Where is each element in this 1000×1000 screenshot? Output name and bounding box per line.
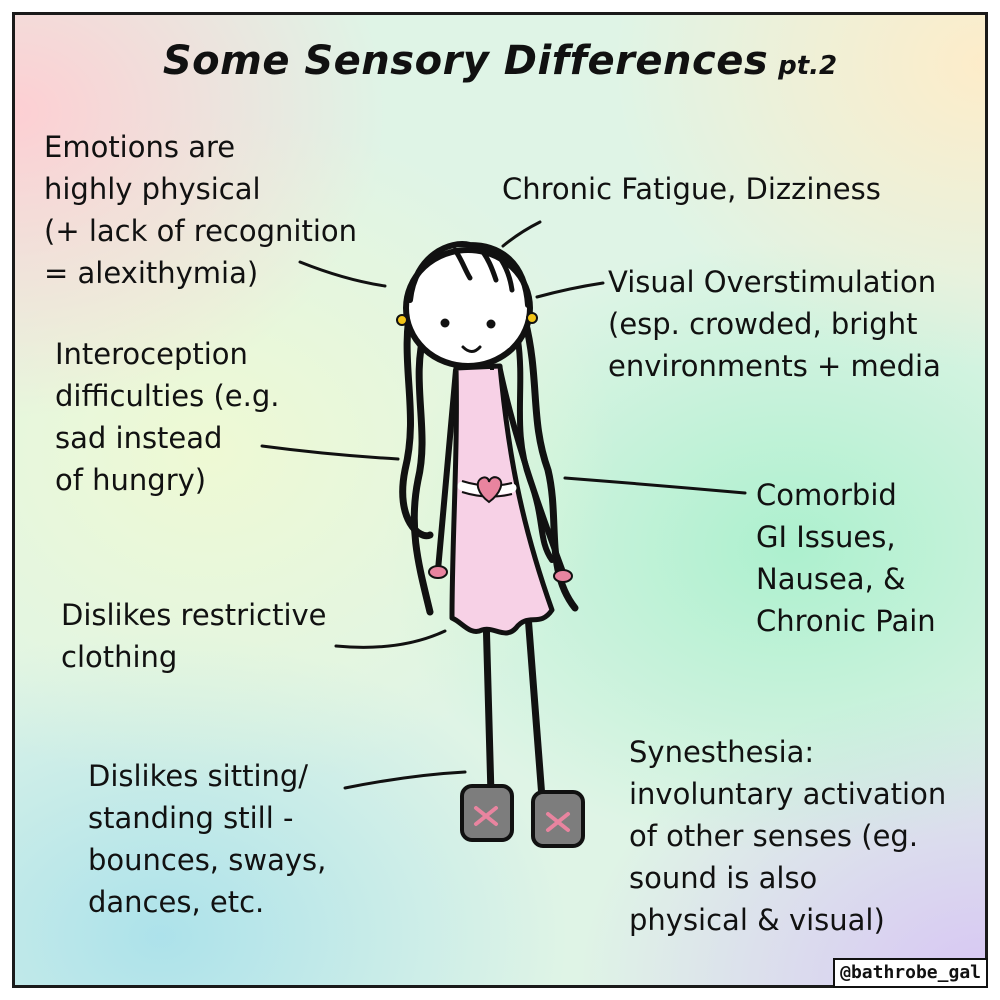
- sitting-pointer: [343, 770, 467, 790]
- earring-left: [396, 314, 408, 326]
- emotions-pointer: [298, 260, 387, 288]
- bow-right-icon: [546, 812, 570, 832]
- head: [403, 247, 533, 369]
- visual-pointer: [535, 281, 605, 299]
- earring-right: [526, 312, 538, 324]
- label-visual: Visual Overstimulation (esp. crowded, br…: [608, 265, 941, 383]
- label-synesthesia: Synesthesia: involuntary activation of o…: [629, 735, 947, 937]
- smile: [461, 345, 482, 353]
- label-interoception: Interoception difficulties (e.g. sad ins…: [55, 337, 280, 497]
- fatigue-pointer: [501, 220, 542, 248]
- clothing-pointer: [334, 629, 447, 649]
- interoception-pointer: [260, 444, 400, 461]
- label-clothing: Dislikes restrictive clothing: [61, 598, 327, 674]
- eye-left: [440, 318, 450, 328]
- hair-top: [407, 241, 531, 308]
- hair-left-front: [410, 326, 434, 616]
- hair-bangs: [452, 245, 515, 293]
- leg-left: [482, 611, 495, 799]
- label-emotions: Emotions are highly physical (+ lack of …: [44, 130, 357, 290]
- cuff-left: [428, 565, 448, 579]
- title-block: Some Sensory Differences pt.2: [0, 38, 1000, 84]
- dress: [449, 363, 555, 636]
- label-fatigue: Chronic Fatigue, Dizziness: [502, 172, 881, 206]
- arm-left: [435, 367, 459, 573]
- hair-right-back: [521, 316, 579, 612]
- cuff-right: [553, 569, 573, 583]
- label-sitting: Dislikes sitting/ standing still - bounc…: [88, 759, 327, 919]
- neck: [460, 364, 494, 370]
- gi-pointer: [563, 476, 747, 495]
- page-subtitle: pt.2: [778, 51, 838, 81]
- eye-right: [486, 319, 496, 329]
- leg-right: [524, 611, 546, 802]
- bow-left-icon: [474, 806, 498, 826]
- heart-icon: [476, 476, 503, 504]
- label-gi: Comorbid GI Issues, Nausea, & Chronic Pa…: [756, 478, 936, 638]
- arm-right: [497, 367, 566, 575]
- artist-watermark: @bathrobe_gal: [833, 958, 988, 988]
- shoe-right: [531, 790, 585, 848]
- page-title: Some Sensory Differences: [162, 38, 769, 84]
